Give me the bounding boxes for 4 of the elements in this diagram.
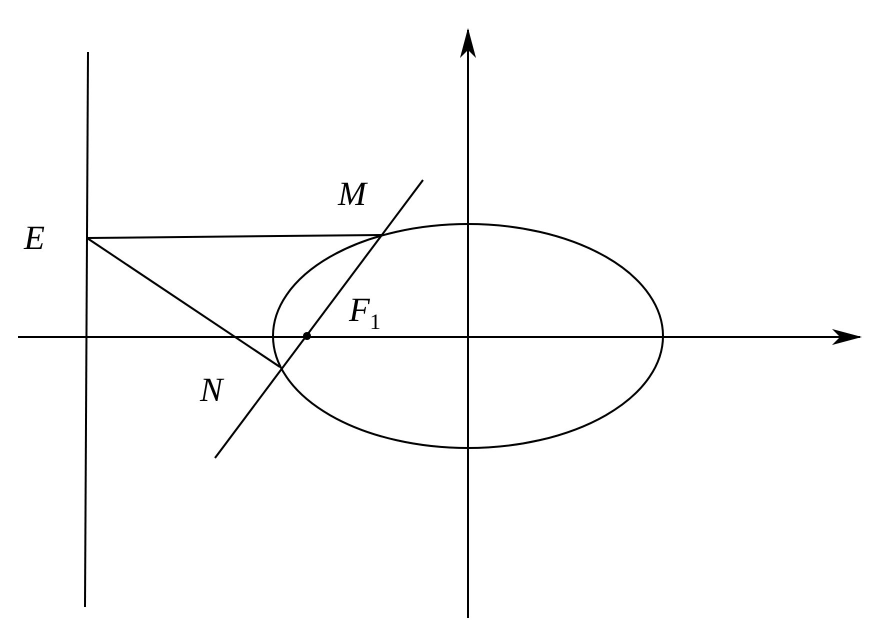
point-label: E <box>24 222 45 256</box>
point-label: M <box>338 178 366 212</box>
point-label: F$_{1}$ <box>349 294 381 333</box>
point-label: N <box>200 374 223 408</box>
